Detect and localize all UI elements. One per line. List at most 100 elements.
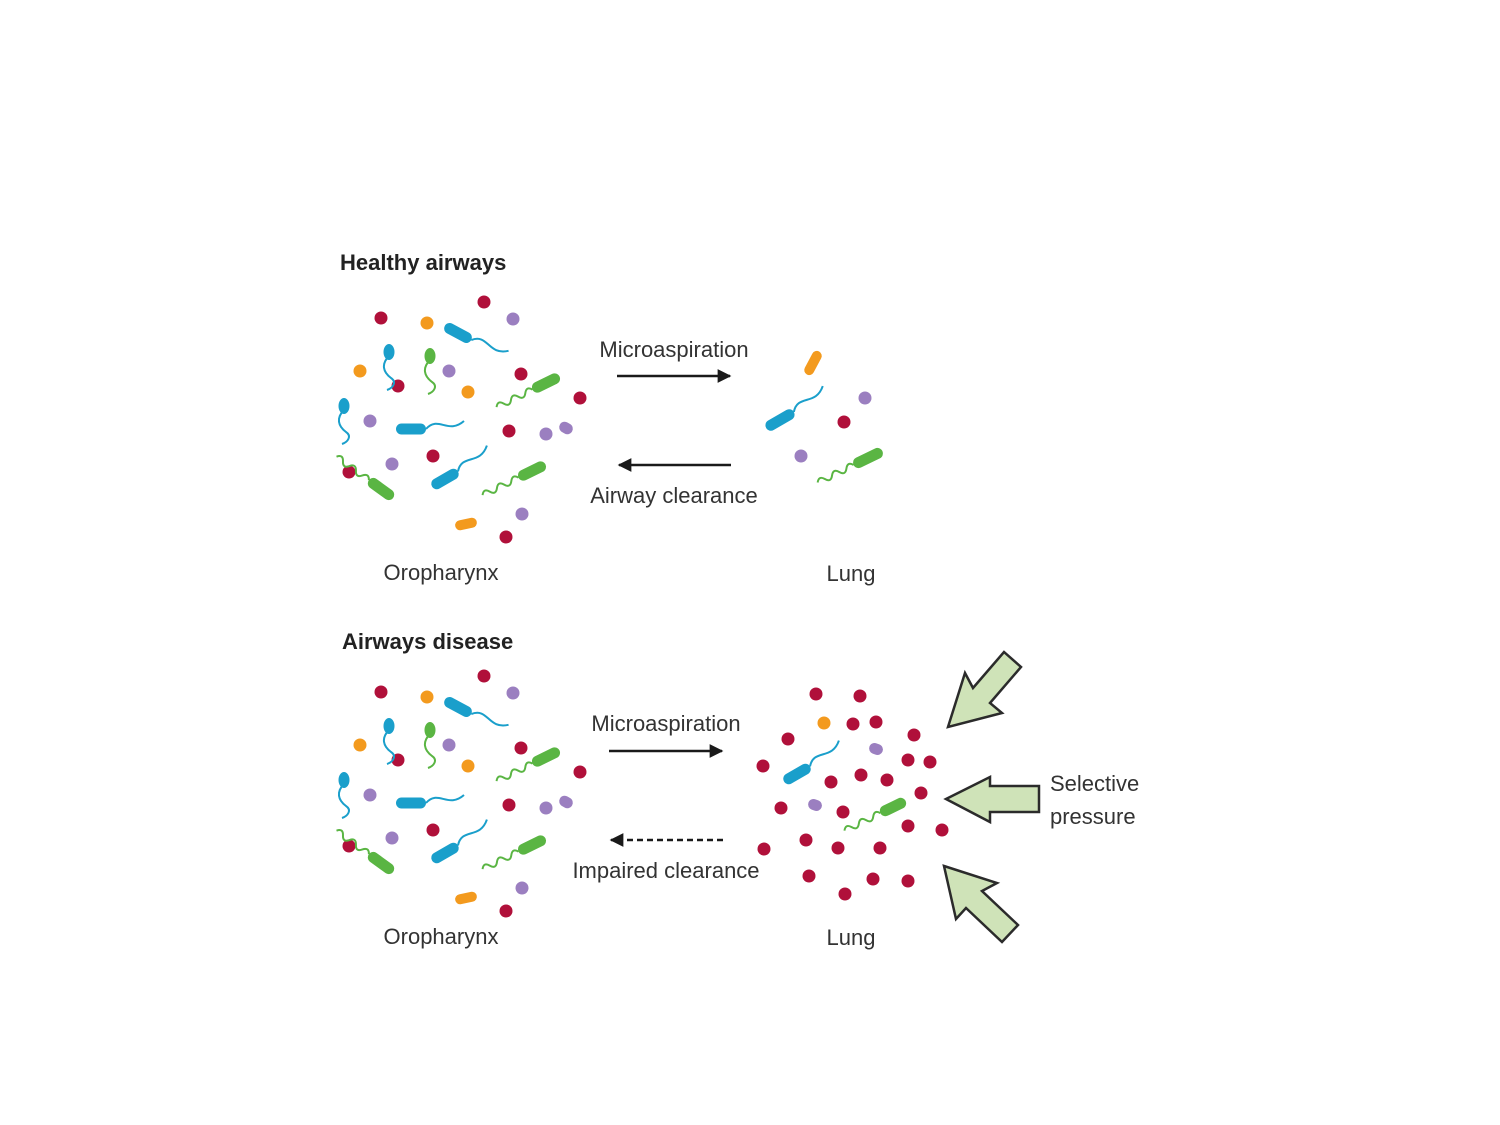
red-coccus	[374, 311, 388, 325]
red-coccus	[838, 887, 852, 901]
red-coccus	[514, 741, 528, 755]
panel-title-healthy: Healthy airways	[340, 250, 506, 275]
green-vibrio	[424, 348, 436, 395]
red-coccus	[573, 391, 587, 405]
blue-vibrio-flagellum	[338, 409, 350, 445]
purple-coccus	[442, 364, 456, 378]
red-coccus	[854, 768, 868, 782]
red-coccus	[831, 841, 845, 855]
orange-coccus	[420, 316, 434, 330]
oropharynx-label-healthy: Oropharynx	[384, 560, 499, 585]
microaspiration-label-healthy: Microaspiration	[599, 337, 748, 362]
blue-flagellated-bacillus-flagellum	[470, 711, 509, 727]
orange-coccus	[353, 738, 367, 752]
selective-pressure-label-line2: pressure	[1050, 804, 1136, 829]
green-spirillum-body	[367, 477, 395, 501]
red-coccus	[502, 424, 516, 438]
green-spirillum-body	[367, 851, 395, 875]
green-spirillum-body	[531, 747, 561, 767]
green-spirillum	[843, 797, 907, 831]
green-vibrio-body	[424, 348, 436, 364]
green-spirillum	[336, 455, 395, 501]
blue-flagellated-bacillus-flagellum	[457, 445, 488, 472]
green-spirillum-flagellum	[481, 849, 520, 870]
blue-vibrio-flagellum	[383, 729, 395, 765]
green-spirillum-flagellum	[336, 455, 370, 481]
red-coccus	[499, 530, 513, 544]
green-vibrio-flagellum	[424, 359, 436, 395]
lung-label-disease: Lung	[827, 925, 876, 950]
blue-flagellated-bacillus	[444, 697, 509, 727]
green-spirillum	[495, 747, 561, 782]
green-spirillum	[495, 373, 561, 408]
blue-flagellated-bacillus-flagellum	[425, 794, 465, 804]
panel-healthy-airways: Healthy airways Microaspiration Airway c…	[336, 250, 883, 586]
green-spirillum	[816, 447, 883, 483]
blue-flagellated-bacillus-flagellum	[457, 819, 488, 846]
red-coccus	[824, 775, 838, 789]
oropharynx-label-disease: Oropharynx	[384, 924, 499, 949]
green-vibrio-flagellum	[424, 733, 436, 769]
green-spirillum-body	[517, 835, 547, 855]
blue-flagellated-bacillus	[396, 794, 465, 809]
red-coccus	[757, 842, 771, 856]
red-coccus	[853, 689, 867, 703]
red-coccus	[756, 759, 770, 773]
purple-diplococcus	[808, 798, 822, 812]
blue-flagellated-bacillus-body	[783, 763, 811, 785]
red-coccus	[935, 823, 949, 837]
green-spirillum-body	[517, 461, 547, 481]
red-coccus	[374, 685, 388, 699]
blue-vibrio	[383, 344, 395, 391]
red-coccus	[477, 295, 491, 309]
purple-coccus	[385, 457, 399, 471]
red-coccus	[923, 755, 937, 769]
red-coccus	[901, 753, 915, 767]
red-coccus	[869, 715, 883, 729]
blue-flagellated-bacillus-body	[765, 409, 795, 431]
purple-coccus	[794, 449, 808, 463]
purple-coccus	[515, 507, 529, 521]
blue-vibrio-body	[383, 344, 395, 360]
blue-flagellated-bacillus	[431, 445, 488, 490]
selective-pressure-arrows	[942, 650, 1041, 944]
blue-flagellated-bacillus-flagellum	[792, 385, 824, 413]
blue-flagellated-bacillus	[431, 819, 488, 864]
blue-flagellated-bacillus-body	[396, 797, 426, 809]
lung-microbes-healthy	[765, 350, 883, 483]
red-coccus	[426, 823, 440, 837]
red-coccus	[836, 805, 850, 819]
purple-coccus	[539, 427, 553, 441]
red-coccus	[837, 415, 851, 429]
panel-title-disease: Airways disease	[342, 629, 513, 654]
red-coccus	[907, 728, 921, 742]
purple-coccus	[363, 414, 377, 428]
red-coccus	[901, 874, 915, 888]
blue-flagellated-bacillus-flagellum	[425, 420, 465, 430]
red-coccus	[342, 465, 356, 479]
red-coccus	[914, 786, 928, 800]
purple-diplococcus	[559, 795, 573, 809]
oropharynx-microbes-disease	[336, 669, 587, 918]
red-coccus	[774, 801, 788, 815]
green-spirillum-flagellum	[495, 761, 534, 782]
green-spirillum	[336, 829, 395, 875]
pressure-arrow-bottom	[942, 864, 1020, 944]
orange-coccus	[817, 716, 831, 730]
orange-coccus	[420, 690, 434, 704]
blue-flagellated-bacillus-flagellum	[809, 740, 840, 767]
red-coccus	[873, 841, 887, 855]
oropharynx-microbes-healthy	[336, 295, 587, 544]
green-spirillum-flagellum	[495, 387, 534, 408]
blue-flagellated-bacillus-body	[431, 842, 459, 864]
green-spirillum-body	[531, 373, 561, 393]
pressure-arrow-middle	[943, 774, 1041, 825]
red-coccus	[799, 833, 813, 847]
red-coccus	[901, 819, 915, 833]
blue-vibrio-flagellum	[383, 355, 395, 391]
orange-coccus	[461, 385, 475, 399]
impaired-clearance-label: Impaired clearance	[572, 858, 759, 883]
red-coccus	[802, 869, 816, 883]
purple-coccus	[506, 686, 520, 700]
green-spirillum	[481, 835, 547, 870]
